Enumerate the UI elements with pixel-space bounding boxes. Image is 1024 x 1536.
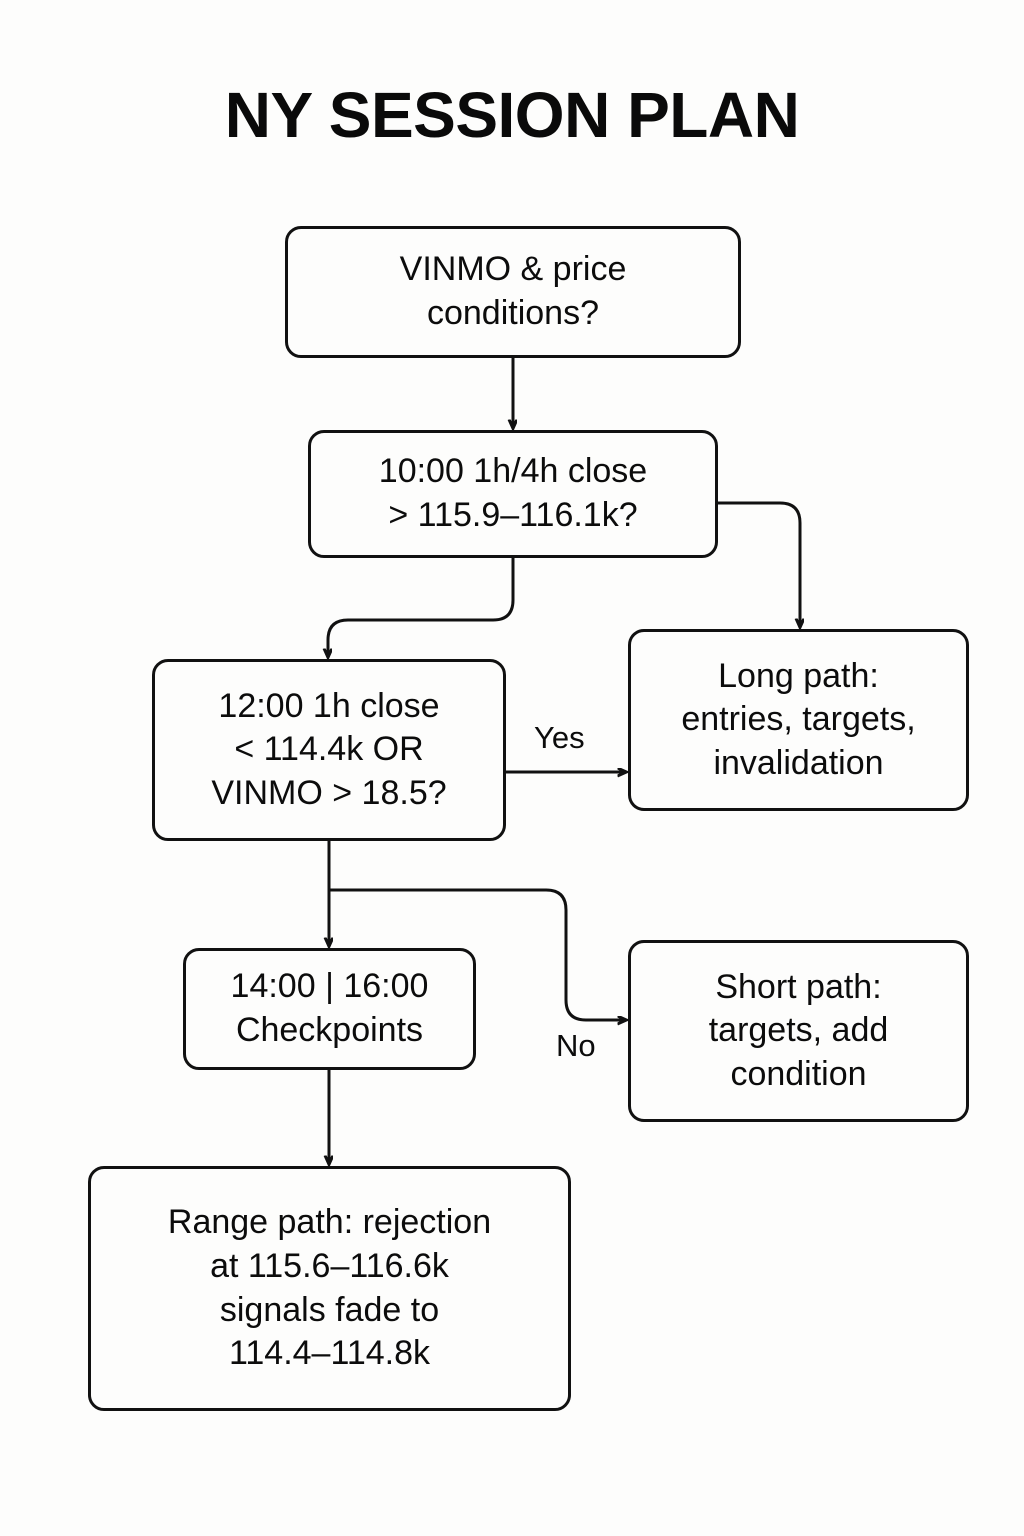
edge-close1000-to-longpath (718, 501, 800, 627)
node-1200-close-check[interactable]: 12:00 1h close < 114.4k OR VINMO > 18.5? (152, 659, 506, 841)
node-short-path[interactable]: Short path: targets, add condition (628, 940, 969, 1122)
node-long-path[interactable]: Long path: entries, targets, invalidatio… (628, 629, 969, 811)
node-vinmo-price-conditions[interactable]: VINMO & price conditions? (285, 226, 741, 358)
edge-close1000-to-close1200 (328, 558, 515, 657)
page-title: NY SESSION PLAN (224, 79, 800, 151)
edge-label-no: No (556, 1028, 596, 1063)
node-range-path[interactable]: Range path: rejection at 115.6–116.6k si… (88, 1166, 571, 1411)
edge-label-yes: Yes (534, 720, 585, 755)
node-checkpoints[interactable]: 14:00 | 16:00 Checkpoints (183, 948, 476, 1070)
node-1000-close-check[interactable]: 10:00 1h/4h close > 115.9–116.1k? (308, 430, 718, 558)
